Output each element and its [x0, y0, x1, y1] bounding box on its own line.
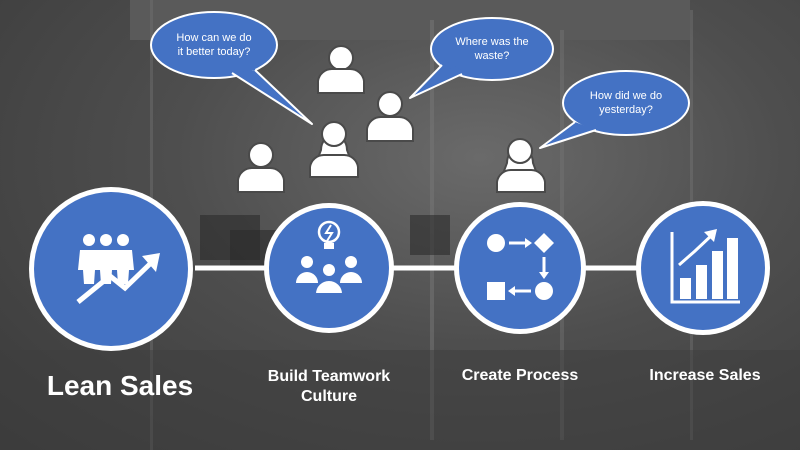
- bubble-line: Where was the: [455, 36, 529, 48]
- bar-chart-growth-icon: [670, 229, 740, 304]
- speech-bubble-3: [539, 70, 690, 149]
- person-female-icon: [496, 138, 546, 193]
- bubble-line: How did we do: [589, 90, 663, 102]
- bubble-text-3: How did we do yesterday?: [576, 89, 676, 117]
- team-idea-icon: [296, 220, 362, 295]
- step-label-line: Build Teamwork: [267, 368, 391, 385]
- person-icon: [317, 45, 365, 94]
- step-label-create-process: Create Process: [461, 367, 579, 384]
- bubble-line: it better today?: [177, 46, 251, 58]
- step-label-increase-sales: Increase Sales: [649, 367, 761, 384]
- step-circle-lean-sales: [29, 187, 193, 351]
- people-growth-icon: [76, 234, 160, 304]
- step-label-teamwork: Build Teamwork Culture: [244, 367, 414, 407]
- step-label-line: Culture: [301, 388, 357, 405]
- person-icon: [366, 91, 414, 142]
- speech-bubble-1: [150, 11, 313, 125]
- bubble-line: waste?: [474, 50, 510, 62]
- step-label-lean-sales: Lean Sales: [46, 370, 194, 401]
- step-circle-increase-sales: [636, 201, 770, 335]
- speech-bubble-2: [409, 17, 554, 99]
- step-circle-teamwork: [264, 203, 394, 333]
- process-flow-icon: [487, 233, 554, 300]
- bubble-line: yesterday?: [599, 104, 653, 116]
- person-female-icon: [309, 121, 359, 178]
- bubble-text-2: Where was the waste?: [442, 35, 542, 63]
- bubble-line: How can we do: [176, 32, 252, 44]
- step-circle-process: [454, 202, 586, 334]
- person-icon: [237, 142, 285, 193]
- bubble-text-1: How can we do it better today?: [164, 31, 264, 59]
